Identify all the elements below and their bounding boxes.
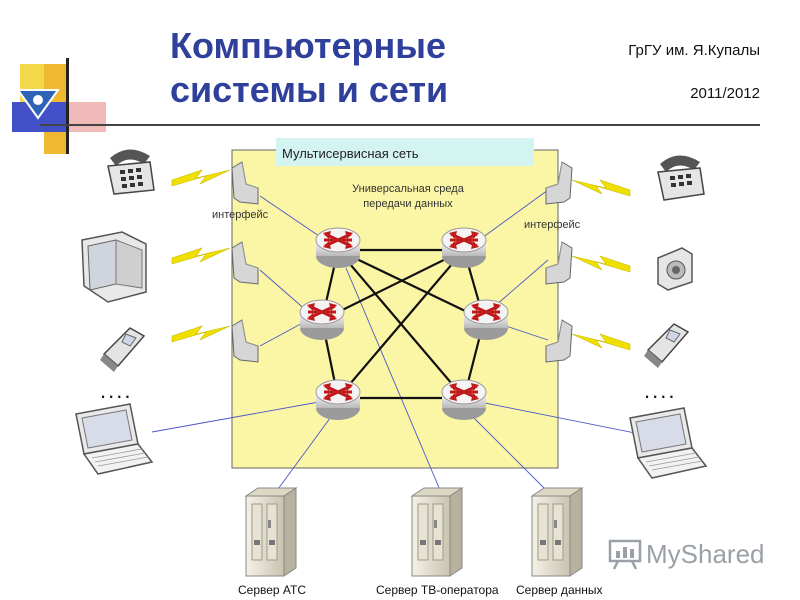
network-label: Мультисервисная сеть: [282, 146, 419, 161]
lightning-icon: [571, 255, 631, 273]
academic-year: 2011/2012: [690, 85, 760, 102]
lightning-icon: [171, 247, 231, 265]
router-icon: [440, 226, 488, 270]
server-atc-label: Сервер АТС: [238, 583, 306, 597]
mobile-phone-icon: [644, 323, 690, 368]
server-icon: [411, 487, 463, 577]
network-label-box: [276, 138, 534, 166]
title-line-2: системы и сети: [170, 69, 449, 110]
title-divider: [40, 124, 760, 126]
more-devices-left: ....: [100, 378, 132, 403]
lightning-icon: [571, 179, 631, 197]
lightning-icon: [171, 325, 231, 343]
university-logo: [12, 58, 106, 154]
router-icon: [462, 298, 510, 342]
server-tv-label: Сервер ТВ-оператора: [376, 583, 499, 597]
watermark: MyShared: [608, 536, 765, 572]
laptop-icon: [629, 407, 707, 479]
mobile-phone-icon: [100, 327, 146, 372]
more-devices-right: ....: [644, 378, 676, 403]
interface-label-right: интерфейс: [524, 219, 581, 231]
medium-label-line-2: передачи данных: [363, 198, 453, 210]
router-icon: [314, 378, 362, 422]
telephone-icon: [107, 149, 155, 195]
presentation-board-icon: [608, 539, 642, 570]
server-data-label: Сервер данных: [516, 583, 603, 597]
router-icon: [298, 298, 346, 342]
router-icon: [314, 226, 362, 270]
server-icon: [245, 487, 297, 577]
telephone-icon: [657, 155, 705, 201]
camera-icon: [657, 247, 693, 291]
watermark-text: MyShared: [646, 538, 765, 569]
lightning-icon: [571, 333, 631, 351]
router-icon: [440, 378, 488, 422]
medium-label-line-1: Универсальная среда: [352, 183, 465, 195]
lightning-icon: [171, 169, 231, 187]
monitor-icon: [81, 231, 147, 303]
laptop-icon: [75, 403, 153, 475]
page-title: Компьютерные системы и сети: [170, 24, 530, 112]
interface-label-left: интерфейс: [212, 209, 269, 221]
title-line-1: Компьютерные: [170, 25, 446, 66]
server-icon: [531, 487, 583, 577]
university-name: ГрГУ им. Я.Купалы: [628, 42, 760, 59]
